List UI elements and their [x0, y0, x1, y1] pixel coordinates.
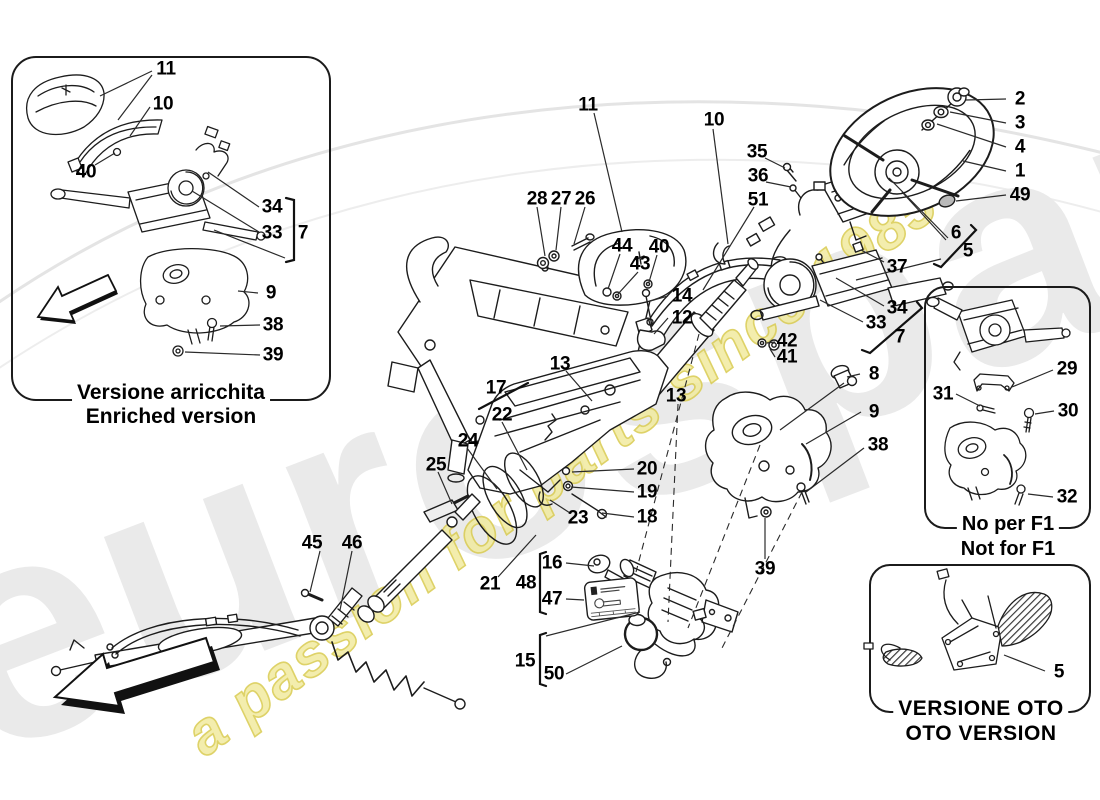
part-number-16: 16: [541, 552, 563, 574]
part-number-3: 3: [1014, 112, 1026, 134]
part-number-13: 13: [665, 385, 687, 407]
not-for-f1-caption-line2: Not for F1: [955, 538, 1061, 561]
part-number-11: 11: [156, 58, 176, 80]
part-number-28: 28: [526, 188, 548, 210]
part-number-11: 11: [578, 94, 598, 116]
part-number-37: 37: [886, 256, 908, 278]
part-number-32: 32: [1056, 486, 1078, 508]
part-number-17: 17: [485, 377, 507, 399]
part-number-46: 46: [341, 532, 363, 554]
part-number-38: 38: [262, 314, 284, 336]
direction-arrow-panel: [36, 273, 118, 324]
oto-version-caption-line2: OTO VERSION: [900, 722, 1062, 747]
part-number-21: 21: [479, 573, 501, 595]
part-number-41: 41: [776, 346, 798, 368]
part-number-27: 27: [550, 188, 572, 210]
part-number-12: 12: [671, 307, 693, 329]
part-number-26: 26: [574, 188, 596, 210]
part-number-34: 34: [261, 196, 283, 218]
part-number-23: 23: [567, 507, 589, 529]
part-number-13: 13: [549, 353, 571, 375]
part-number-25: 25: [425, 454, 447, 476]
lower-cowl-drawing: [704, 364, 858, 519]
part-number-14: 14: [671, 285, 693, 307]
not-for-f1-caption-line1: No per F1: [956, 513, 1060, 536]
part-number-44: 44: [611, 235, 633, 257]
steering-column-drawing: [423, 258, 759, 545]
oto-version-caption-line1: VERSIONE OTO: [893, 697, 1069, 722]
ferrari-logo: [590, 586, 626, 596]
part-number-6: 6: [950, 222, 962, 244]
part-number-8: 8: [868, 363, 880, 385]
part-number-50: 50: [543, 663, 565, 685]
part-number-30: 30: [1057, 400, 1079, 422]
part-number-9: 9: [868, 401, 880, 423]
part-number-29: 29: [1056, 358, 1078, 380]
part-number-38: 38: [867, 434, 889, 456]
part-number-5: 5: [1053, 661, 1065, 683]
part-number-33: 33: [865, 312, 887, 334]
key-code-card: [583, 577, 640, 621]
part-number-24: 24: [457, 430, 479, 452]
f1-panel-drawing: [926, 296, 1071, 506]
part-number-40: 40: [75, 161, 97, 183]
part-number-36: 36: [747, 165, 769, 187]
enriched-version-caption-line2: Enriched version: [80, 405, 262, 430]
part-number-49: 49: [1009, 184, 1031, 206]
upper-cover-drawing: [577, 229, 687, 306]
part-number-18: 18: [636, 506, 658, 528]
part-number-4: 4: [1014, 136, 1026, 158]
part-number-20: 20: [636, 458, 658, 480]
steering-wheel-drawing: [829, 87, 995, 217]
part-number-2: 2: [1014, 88, 1026, 110]
part-number-9: 9: [265, 282, 277, 304]
part-number-34: 34: [886, 297, 908, 319]
part-number-35: 35: [746, 141, 768, 163]
part-number-39: 39: [262, 344, 284, 366]
part-number-42: 42: [776, 330, 798, 352]
enriched-version-caption-line1: Versione arricchita: [72, 381, 270, 406]
part-number-19: 19: [636, 481, 658, 503]
part-number-10: 10: [703, 109, 725, 131]
direction-arrow-main: [52, 636, 220, 714]
part-number-15: 15: [514, 650, 536, 672]
part-number-51: 51: [747, 189, 769, 211]
part-number-33: 33: [261, 222, 283, 244]
part-number-47: 47: [541, 588, 563, 610]
part-number-40: 40: [648, 236, 670, 258]
alignment-dashed-lines: [635, 333, 803, 649]
part-number-43: 43: [629, 253, 651, 275]
part-number-48: 48: [515, 572, 537, 594]
part-number-31: 31: [932, 383, 954, 405]
part-number-39: 39: [754, 558, 776, 580]
callout-brackets: [284, 196, 978, 688]
part-number-10: 10: [152, 93, 174, 115]
part-number-5: 5: [962, 240, 974, 262]
enriched-panel-drawing: [26, 74, 266, 357]
ignition-lock-drawing: [587, 554, 739, 679]
part-number-1: 1: [1014, 160, 1026, 182]
part-number-22: 22: [491, 404, 513, 426]
part-number-45: 45: [301, 532, 323, 554]
fastener-set-drawing: [536, 162, 802, 351]
part-number-7: 7: [297, 222, 309, 244]
oto-panel-drawing: [863, 568, 1053, 671]
leader-lines: [94, 70, 1055, 675]
part-number-7: 7: [894, 326, 906, 348]
